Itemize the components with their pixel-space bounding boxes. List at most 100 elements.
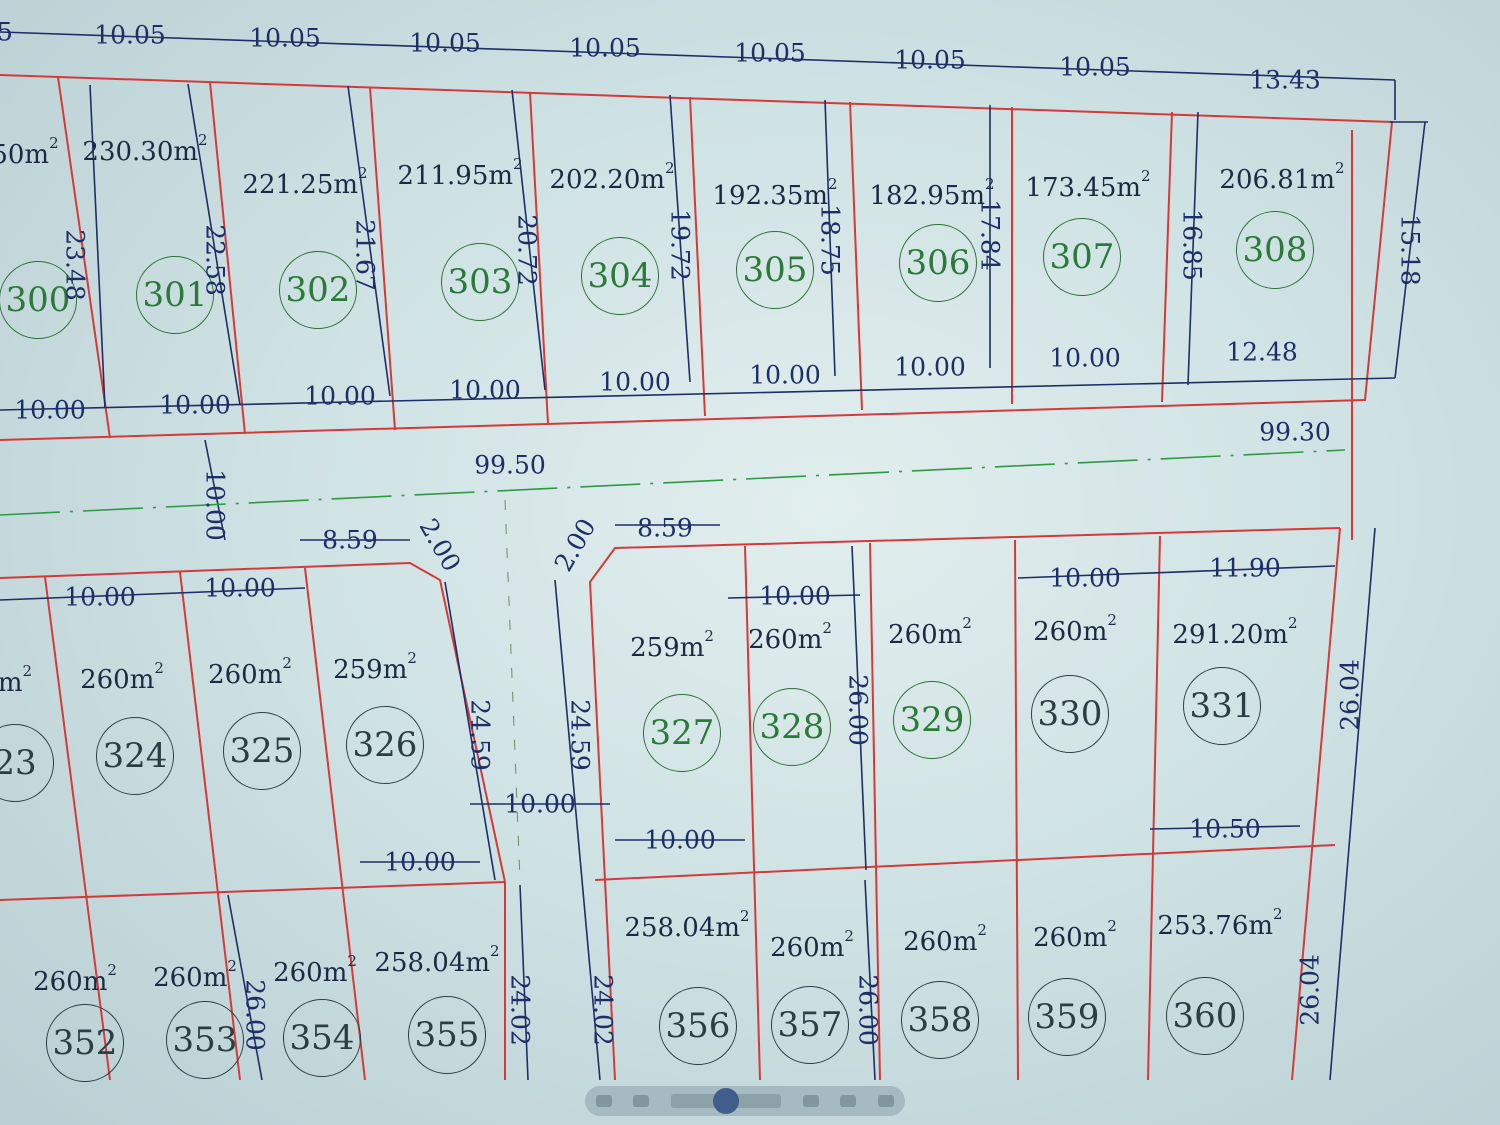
lot-number-355: 355 bbox=[408, 996, 486, 1074]
lot-area: 202.20m2 bbox=[549, 161, 674, 195]
lot-number-354: 354 bbox=[283, 999, 361, 1077]
road-width: 10.00 bbox=[200, 469, 230, 541]
lot-area: 260m2 bbox=[208, 656, 292, 690]
area-exponent: 2 bbox=[49, 134, 59, 152]
area-value: m bbox=[0, 668, 23, 698]
area-exponent: 2 bbox=[282, 654, 292, 672]
lot-number-331: 331 bbox=[1183, 667, 1261, 745]
lot-number-357: 357 bbox=[771, 986, 849, 1064]
lot-area: 192.35m2 bbox=[712, 177, 837, 211]
fit-icon[interactable] bbox=[633, 1095, 650, 1107]
side-dimension: 10.00 bbox=[384, 847, 456, 877]
frontage-dimension: 10.05 bbox=[734, 38, 806, 68]
dimension-lines bbox=[0, 31, 1428, 1081]
area-value: 202.20m bbox=[549, 165, 666, 195]
area-exponent: 2 bbox=[665, 159, 675, 177]
lot-number-307: 307 bbox=[1043, 218, 1121, 296]
area-value: 260m bbox=[153, 963, 228, 993]
area-value: 173.45m bbox=[1025, 173, 1142, 203]
side-dimension: 24.59 bbox=[565, 699, 595, 771]
lot-number-328: 328 bbox=[753, 688, 831, 766]
lot-area: 259m2 bbox=[630, 629, 714, 662]
area-exponent: 2 bbox=[844, 927, 854, 945]
side-dimension: 26.00 bbox=[853, 974, 883, 1046]
area-value: 253.76m bbox=[1157, 911, 1274, 941]
depth-dimension: 16.85 bbox=[1177, 209, 1207, 281]
frontage-dimension: 10.05 bbox=[894, 45, 966, 75]
lot-number-306: 306 bbox=[899, 224, 977, 302]
lot-number-304: 304 bbox=[581, 237, 659, 315]
viewer-toolbar bbox=[585, 1086, 905, 1116]
rear-dimension: 10.00 bbox=[159, 390, 231, 420]
lot-number-327: 327 bbox=[643, 694, 721, 772]
lot-number-324: 324 bbox=[96, 717, 174, 795]
print-icon[interactable] bbox=[840, 1095, 857, 1107]
area-exponent: 2 bbox=[347, 952, 357, 970]
pan-icon[interactable] bbox=[595, 1095, 612, 1107]
area-exponent: 2 bbox=[1107, 917, 1117, 935]
corner-dimension: 8.59 bbox=[637, 513, 693, 543]
lot-area: 260m2 bbox=[903, 923, 987, 956]
rear-dimension: 10.00 bbox=[304, 381, 376, 411]
area-exponent: 2 bbox=[985, 175, 995, 193]
area-value: 260m bbox=[1033, 923, 1108, 953]
frontage-dimension: 10.05 bbox=[249, 23, 321, 53]
lot-number-301: 301 bbox=[136, 256, 214, 334]
area-value: 260m bbox=[273, 958, 348, 988]
lot-area: 260m2 bbox=[748, 621, 832, 654]
lot-area: 260m2 bbox=[153, 959, 237, 993]
area-value: 259m bbox=[333, 655, 408, 685]
frontage-dimension: 5 bbox=[0, 17, 13, 47]
side-dimension: 26.04 bbox=[1295, 954, 1325, 1026]
lot-area: 260m2 bbox=[273, 954, 357, 988]
area-value: 291.20m bbox=[1172, 620, 1289, 650]
rear-dimension: 10.00 bbox=[894, 352, 966, 382]
lot-area: 182.95m2 bbox=[869, 177, 994, 210]
area-exponent: 2 bbox=[407, 649, 417, 667]
area-exponent: 2 bbox=[962, 614, 972, 632]
area-exponent: 2 bbox=[828, 175, 838, 193]
area-value: 260m bbox=[208, 660, 283, 690]
corner-dimension: 8.59 bbox=[322, 525, 378, 555]
lot-number-303: 303 bbox=[441, 243, 519, 321]
area-value: 260m bbox=[888, 620, 963, 650]
lot-area: 206.81m2 bbox=[1219, 161, 1344, 195]
area-exponent: 2 bbox=[358, 164, 368, 182]
side-dimension: 26.00 bbox=[240, 979, 270, 1051]
lot-number-360: 360 bbox=[1166, 977, 1244, 1055]
rear-dimension: 12.48 bbox=[1226, 337, 1298, 367]
depth-dimension: 21.67 bbox=[350, 219, 380, 291]
lot-area: 50m2 bbox=[0, 136, 59, 169]
lot-area: 211.95m2 bbox=[397, 157, 522, 191]
frontage-dimension: 10.05 bbox=[94, 20, 166, 50]
frontage-dimension: 10.00 bbox=[759, 581, 831, 611]
frontage-dimension: 10.05 bbox=[569, 33, 641, 63]
depth-dimension: 19.72 bbox=[665, 209, 695, 281]
area-value: 192.35m bbox=[712, 181, 829, 211]
lot-boundaries bbox=[0, 74, 1394, 1081]
lot-area: 230.30m2 bbox=[82, 133, 207, 167]
area-value: 206.81m bbox=[1219, 165, 1336, 195]
lot-area: 260m2 bbox=[770, 929, 854, 963]
area-exponent: 2 bbox=[977, 921, 987, 939]
lot-area: 259m2 bbox=[333, 651, 417, 685]
close-icon[interactable] bbox=[878, 1095, 895, 1107]
lot-number-352: 352 bbox=[46, 1004, 124, 1082]
area-value: 230.30m bbox=[82, 137, 199, 167]
area-exponent: 2 bbox=[107, 961, 117, 979]
rotate-icon[interactable] bbox=[802, 1095, 819, 1107]
area-exponent: 2 bbox=[704, 627, 714, 645]
side-dimension: 10.00 bbox=[504, 789, 576, 819]
area-value: 211.95m bbox=[397, 161, 514, 191]
lot-number-359: 359 bbox=[1028, 978, 1106, 1056]
zoom-slider[interactable] bbox=[671, 1088, 782, 1114]
depth-dimension: 18.75 bbox=[815, 204, 845, 276]
lot-number-325: 325 bbox=[223, 712, 301, 790]
frontage-dimension: 11.90 bbox=[1209, 553, 1281, 583]
area-value: 260m bbox=[770, 933, 845, 963]
frontage-dimension: 10.00 bbox=[204, 573, 276, 603]
lot-number-330: 330 bbox=[1031, 675, 1109, 753]
side-dimension: 24.02 bbox=[505, 974, 535, 1046]
lot-area: 291.20m2 bbox=[1172, 616, 1297, 650]
lot-area: 260m2 bbox=[1033, 613, 1117, 646]
